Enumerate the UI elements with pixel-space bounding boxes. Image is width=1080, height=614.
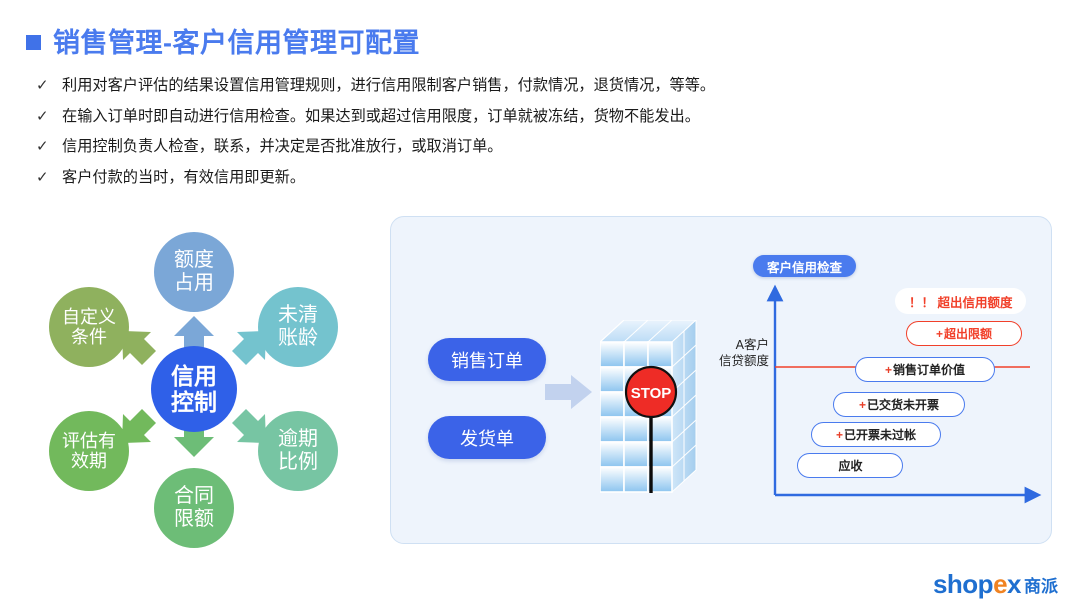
check-icon: ✓	[36, 168, 49, 186]
arrow-up-right-icon	[232, 331, 266, 365]
node-label-line1: 额度	[174, 249, 214, 272]
y-axis-label: A客户 信贷额度	[685, 338, 769, 369]
diagram-node-overdue-ratio[interactable]: 逾期 比例	[258, 411, 338, 491]
segment-plus: +	[835, 427, 843, 442]
node-label-line1: 未清	[278, 304, 318, 327]
arrow-down-right-icon	[232, 409, 266, 443]
list-item: ✓ 客户付款的当时，有效信用即更新。	[36, 168, 996, 188]
chart-segment-sales-order-value[interactable]: + 销售订单价值	[855, 357, 995, 382]
segment-label: 销售订单价值	[893, 363, 966, 377]
diagram-node-contract-limit[interactable]: 合同 限额	[154, 468, 234, 548]
chart-segment-invoiced-not-posted[interactable]: + 已开票未过帐	[811, 422, 941, 447]
diagram-node-quota[interactable]: 额度 占用	[154, 232, 234, 312]
over-limit-warning: ！！ 超出信用额度	[895, 288, 1027, 314]
feature-bullet-list: ✓ 利用对客户评估的结果设置信用管理规则，进行信用限制客户销售，付款情况，退货情…	[36, 76, 996, 198]
list-item: ✓ 在输入订单时即自动进行信用检查。如果达到或超过信用限度，订单就被冻结，货物不…	[36, 107, 996, 127]
segment-plus: +	[884, 362, 892, 377]
list-item-text: 信用控制负责人检查，联系，并决定是否批准放行，或取消订单。	[62, 138, 503, 155]
diagram-node-credit-control[interactable]: 信用 控制	[151, 346, 237, 432]
doc-pill-label: 销售订单	[451, 350, 523, 371]
center-label-line1: 信用	[171, 363, 217, 390]
arrow-up-icon	[174, 316, 214, 352]
node-label-line2: 条件	[71, 327, 107, 347]
logo-text-shop: shop	[932, 569, 994, 599]
list-item-text: 在输入订单时即自动进行信用检查。如果达到或超过信用限度，订单就被冻结，货物不能发…	[62, 107, 700, 125]
diagram-arrows	[122, 316, 266, 457]
check-icon: ✓	[36, 107, 49, 125]
list-item-text: 利用对客户评估的结果设置信用管理规则，进行信用限制客户销售，付款情况，退货情况，…	[62, 77, 716, 94]
node-label-line2: 账龄	[278, 327, 318, 349]
segment-label: 已开票未过帐	[844, 428, 917, 442]
diagram-node-custom-condition[interactable]: 自定义 条件	[49, 287, 129, 367]
node-label-line2: 效期	[71, 451, 107, 471]
segment-label: 超出限额	[944, 327, 993, 341]
y-axis-label-line2: 信贷额度	[718, 353, 769, 368]
check-icon: ✓	[36, 77, 49, 94]
shopex-logo: shop e x 商派	[933, 569, 1058, 600]
arrow-down-left-icon	[122, 409, 156, 443]
page-title: 销售管理-客户信用管理可配置	[26, 21, 420, 60]
arrow-up-left-icon	[122, 331, 156, 365]
chart-title-badge: 客户信用检查	[753, 255, 857, 277]
node-label-line1: 自定义	[62, 306, 116, 327]
chart-segment-over-limit[interactable]: + 超出限额	[906, 321, 1022, 346]
segment-plus: +	[858, 397, 866, 412]
chart-segment-receivable[interactable]: 应收	[797, 453, 903, 478]
node-label-line2: 比例	[278, 451, 318, 473]
diagram-node-assessment-validity[interactable]: 评估有 效期	[49, 411, 129, 491]
flow-arrow-icon	[545, 375, 592, 409]
logo-text-x: x	[1007, 569, 1021, 599]
title-text: 销售管理-客户信用管理可配置	[53, 28, 420, 58]
doc-pill-label: 发货单	[460, 428, 514, 449]
stop-sign-icon: STOP	[624, 365, 678, 493]
logo-text-cn: 商派	[1024, 577, 1058, 596]
list-item: ✓ 利用对客户评估的结果设置信用管理规则，进行信用限制客户销售，付款情况，退货情…	[36, 76, 996, 96]
title-bullet-icon	[26, 35, 41, 50]
center-label-line2: 控制	[171, 389, 217, 415]
doc-pill-sales-order[interactable]: 销售订单	[428, 338, 546, 381]
diagram-node-unsettled-aging[interactable]: 未清 账龄	[258, 287, 338, 367]
segment-label: 已交货未开票	[867, 398, 940, 412]
segment-plus: +	[935, 326, 943, 341]
y-axis-label-line1: A客户	[735, 338, 769, 352]
list-item: ✓ 信用控制负责人检查，联系，并决定是否批准放行，或取消订单。	[36, 137, 996, 157]
node-label-line2: 占用	[174, 272, 214, 294]
credit-control-circle-diagram: 额度 占用 未清 账龄 逾期 比例 合同 限额 评估有 效期 自定义 条件 信用…	[18, 210, 378, 560]
doc-pill-delivery-note[interactable]: 发货单	[428, 416, 546, 459]
chart-segment-delivered-not-invoiced[interactable]: + 已交货未开票	[833, 392, 965, 417]
node-label-line1: 评估有	[62, 430, 116, 451]
node-label-line1: 逾期	[278, 428, 318, 451]
logo-text-e: e	[993, 569, 1008, 599]
stop-sign-label: STOP	[631, 385, 672, 402]
list-item-text: 客户付款的当时，有效信用即更新。	[62, 168, 305, 186]
credit-check-chart: 客户信用检查 A客户 信贷额度 ！！ 超出信用额度 应收 + 已开票未过帐 + …	[719, 255, 1045, 515]
segment-label: 应收	[838, 459, 863, 473]
check-icon: ✓	[36, 138, 49, 155]
node-label-line1: 合同	[174, 485, 214, 508]
node-label-line2: 限额	[174, 508, 214, 530]
